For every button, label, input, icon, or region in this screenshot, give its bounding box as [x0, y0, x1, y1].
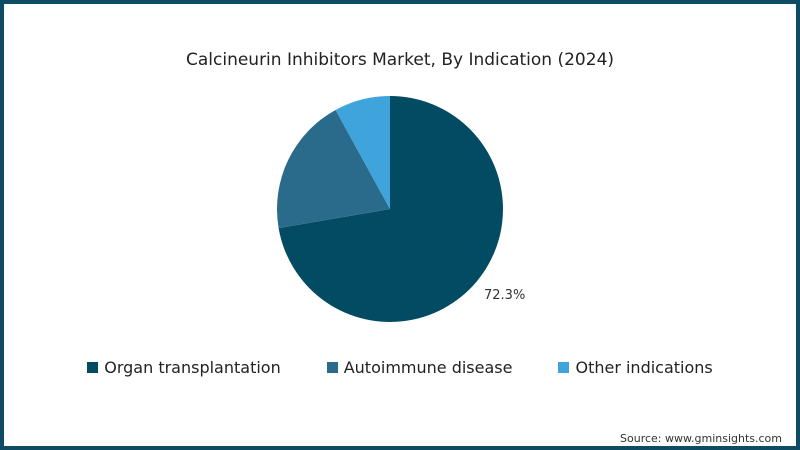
pie-slice-other-indications [335, 96, 390, 209]
legend-label: Autoimmune disease [343, 358, 513, 377]
source-text: Source: www.gminsights.com [620, 432, 782, 445]
chart-title: Calcineurin Inhibitors Market, By Indica… [185, 50, 615, 70]
legend-label: Organ transplantation [104, 358, 281, 377]
legend-item-other-indications: Other indications [558, 358, 713, 377]
pie-slice-organ-transplantation [278, 96, 503, 322]
legend-label: Other indications [575, 358, 713, 377]
chart-frame: Calcineurin Inhibitors Market, By Indica… [4, 4, 796, 446]
legend-swatch-icon [326, 362, 338, 373]
legend-swatch-icon [87, 362, 99, 373]
legend: Organ transplantation Autoimmune disease… [4, 358, 796, 377]
legend-item-organ-transplantation: Organ transplantation [87, 358, 281, 377]
legend-swatch-icon [558, 362, 570, 373]
pie-chart [277, 96, 503, 322]
pie-slice-autoimmune-disease [277, 109, 390, 229]
legend-item-autoimmune-disease: Autoimmune disease [326, 358, 513, 377]
slice-label-organ-transplantation: 72.3% [484, 288, 526, 303]
